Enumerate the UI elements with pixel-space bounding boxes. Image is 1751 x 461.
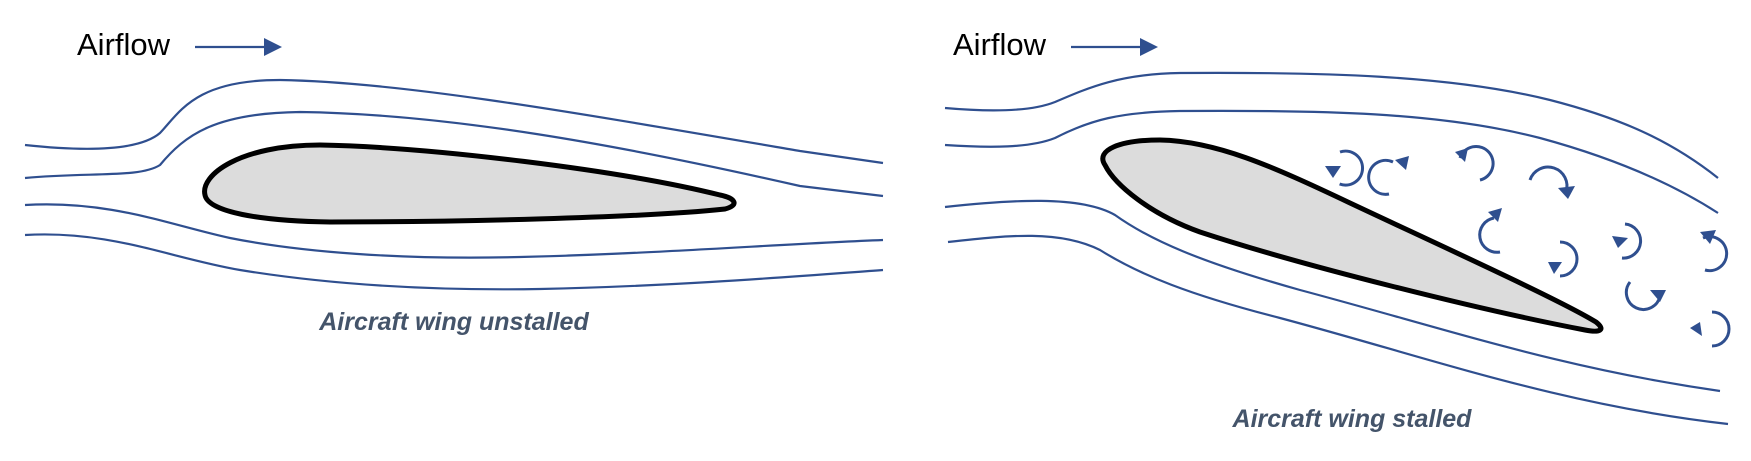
eddy-icon — [1690, 310, 1731, 348]
eddy-icon — [1528, 165, 1575, 199]
streamline-4 — [24, 233, 884, 291]
eddy-icon — [1548, 240, 1579, 278]
airflow-arrow-icon — [1071, 38, 1158, 56]
airflow-arrow-icon — [195, 38, 282, 56]
streamline-4 — [947, 234, 1729, 426]
eddy-icon — [1478, 208, 1502, 254]
eddy-icon — [1612, 222, 1642, 260]
streamline-1 — [24, 78, 884, 165]
streamline-3 — [24, 203, 884, 259]
wing-stalled — [1100, 137, 1604, 334]
eddy-icon — [1700, 230, 1729, 273]
caption-unstalled: Aircraft wing unstalled — [318, 308, 589, 336]
caption-stalled: Aircraft wing stalled — [1232, 405, 1473, 433]
panel-stalled: Airflow Aircraft wing stalled — [944, 27, 1731, 433]
eddy-icon — [1624, 281, 1666, 311]
wing-unstalled — [202, 142, 737, 225]
eddy-icon — [1367, 156, 1409, 196]
streamline-1 — [944, 71, 1719, 179]
streamline-2 — [24, 110, 884, 198]
eddy-icon — [1455, 144, 1495, 182]
airflow-label-unstalled: Airflow — [77, 27, 171, 62]
turbulence-eddies — [1325, 144, 1731, 348]
panel-unstalled: Airflow Aircraft wing unstalled — [24, 27, 884, 336]
streamline-2 — [944, 109, 1719, 214]
streamline-3 — [944, 199, 1721, 393]
airflow-label-stalled: Airflow — [953, 27, 1047, 62]
eddy-icon — [1325, 149, 1364, 187]
